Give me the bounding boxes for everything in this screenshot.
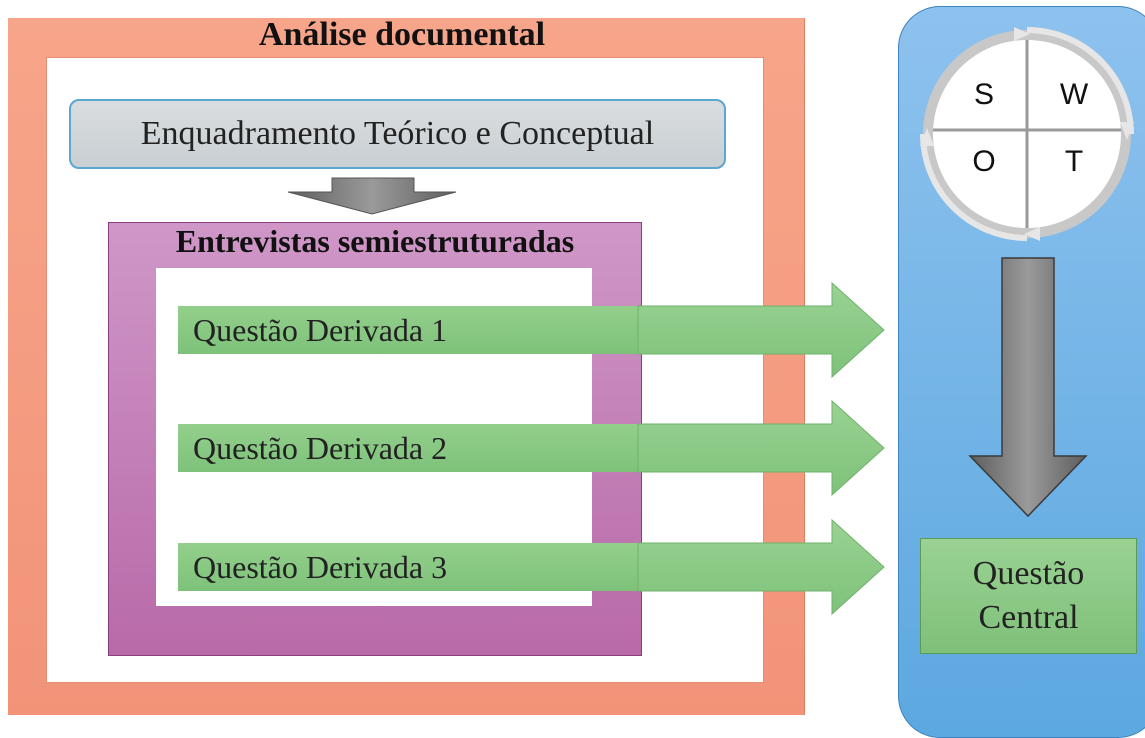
questao-derivada-3-bar [178, 543, 638, 591]
swot-opportunities-letter: O [972, 145, 996, 178]
questao-central-line1: Questão [972, 554, 1085, 592]
swot-weaknesses-letter: W [1059, 78, 1089, 111]
analise-documental-title: Análise documental [258, 16, 546, 53]
questao-central-line2: Central [978, 599, 1079, 636]
questao-derivada-1-label: Questão Derivada 1 [193, 312, 448, 348]
swot-strengths-letter: S [973, 78, 994, 111]
questao-derivada-2-bar [178, 424, 638, 472]
swot-threats-letter: T [1064, 145, 1084, 178]
entrevistas-title: Entrevistas semiestruturadas [175, 223, 575, 259]
enquadramento-teorico-box: Enquadramento Teórico e Conceptual [69, 99, 726, 169]
questao-derivada-1-bar [178, 306, 638, 354]
questao-derivada-3-label: Questão Derivada 3 [193, 549, 448, 585]
questao-central-box: Questão Central [920, 538, 1137, 654]
enquadramento-teorico-label: Enquadramento Teórico e Conceptual [140, 115, 655, 152]
questao-derivada-2-label: Questão Derivada 2 [193, 430, 448, 466]
